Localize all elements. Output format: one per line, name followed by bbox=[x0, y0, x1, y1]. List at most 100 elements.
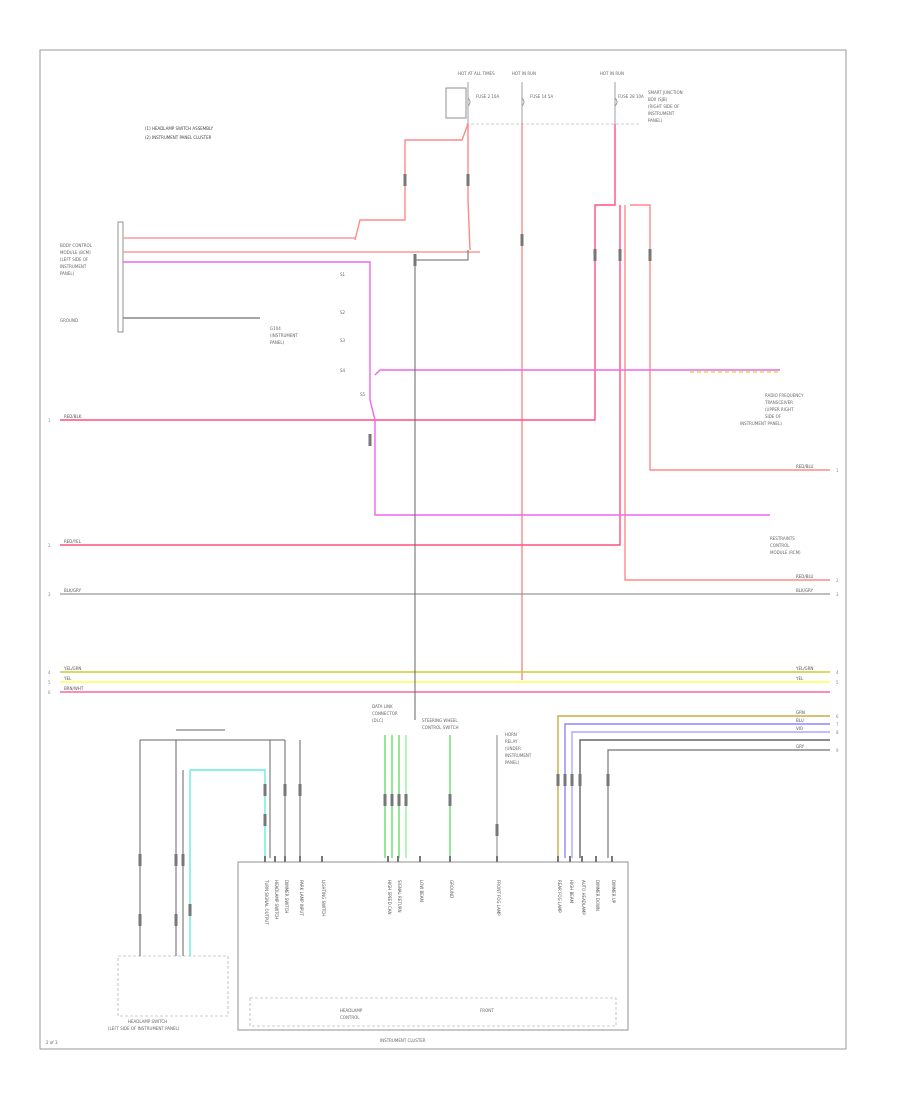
module-pin-label: LOW BEAM bbox=[419, 880, 424, 902]
rf-transceiver: RADIO FREQUENCY TRANSCEIVER (UPPER RIGHT… bbox=[690, 371, 804, 426]
module-pin-label: AUTO HEADLAMP bbox=[581, 880, 586, 915]
svg-text:INSTRUMENT CLUSTER: INSTRUMENT CLUSTER bbox=[380, 1038, 426, 1043]
left-wire-pin: 2 bbox=[48, 543, 51, 548]
right-bundle bbox=[557, 715, 830, 858]
ground-note-2: (INSTRUMENT bbox=[270, 333, 298, 338]
inline-connector bbox=[283, 784, 287, 796]
svg-text:HEADLAMP SWITCH: HEADLAMP SWITCH bbox=[128, 1019, 167, 1024]
left-ground-label: GROUND bbox=[60, 318, 78, 323]
left-wire-pin: 1 bbox=[48, 418, 51, 423]
inline-connector bbox=[403, 174, 407, 186]
left-wire-label: YEL bbox=[63, 676, 72, 681]
instrument-cluster-module: INSTRUMENT CLUSTER HEADLAMP CONTROL FRON… bbox=[237, 856, 629, 1043]
inline-connector bbox=[618, 249, 622, 261]
module-pin-terminal bbox=[321, 856, 323, 862]
right-wire-pin: 6 bbox=[836, 714, 839, 719]
svg-text:FRONT: FRONT bbox=[480, 1008, 494, 1013]
left-wire-pin: 5 bbox=[48, 680, 51, 685]
right-wire-label: RED/BLU bbox=[796, 574, 814, 579]
sjb-label-4: INSTRUMENT bbox=[648, 111, 675, 116]
svg-text:STEERING WHEEL: STEERING WHEEL bbox=[422, 718, 458, 723]
svg-text:TRANSCEIVER: TRANSCEIVER bbox=[764, 400, 793, 405]
module-pin-terminal bbox=[397, 856, 399, 862]
inline-connector bbox=[174, 854, 178, 866]
module-pin-terminal bbox=[274, 856, 276, 862]
right-wire-pin: 9 bbox=[836, 748, 839, 753]
svg-text:CONTROL: CONTROL bbox=[770, 543, 790, 548]
right-wire-label: BLK/GRY bbox=[796, 588, 814, 593]
svg-text:DATA LINK: DATA LINK bbox=[372, 704, 393, 709]
inline-connector bbox=[466, 174, 470, 186]
module-pin-terminal bbox=[581, 856, 583, 862]
module-pin-terminal bbox=[264, 856, 266, 862]
fuse-2: HOT IN RUN FUSE 14 5A bbox=[512, 71, 553, 124]
svg-text:RESTRAINTS: RESTRAINTS bbox=[770, 536, 795, 541]
left-wire-pin: 6 bbox=[48, 690, 51, 695]
module-pin-label: REAR FOG LAMP bbox=[557, 880, 562, 913]
mid-connector-group: DATA LINK CONNECTOR (DLC) STEERING WHEEL… bbox=[372, 704, 532, 858]
left-wire-pin: 4 bbox=[48, 670, 51, 675]
splice-4: S4 bbox=[340, 368, 346, 373]
fuse-wires bbox=[60, 123, 830, 680]
bcm-wires bbox=[123, 237, 780, 516]
module-pin-label: TURN SIGNAL OUTPUT bbox=[264, 879, 269, 925]
right-wire-label: RED/BLU bbox=[796, 464, 814, 469]
svg-text:HORN: HORN bbox=[505, 732, 517, 737]
left-wire-pin: 3 bbox=[48, 592, 51, 597]
rcm: RESTRAINTS CONTROL MODULE (RCM) bbox=[770, 536, 801, 555]
svg-text:HEADLAMP: HEADLAMP bbox=[340, 1008, 363, 1013]
svg-text:CONTROL: CONTROL bbox=[340, 1015, 360, 1020]
inline-connector bbox=[188, 904, 192, 916]
connector-ticks bbox=[138, 174, 652, 926]
ground-note-1: G104 bbox=[270, 326, 281, 331]
splice-2: S2 bbox=[340, 310, 346, 315]
sjb-label-5: PANEL) bbox=[648, 118, 663, 123]
right-wire-label: YEL/GRN bbox=[795, 666, 813, 671]
right-wire-label: YEL bbox=[795, 676, 804, 681]
svg-text:PANEL): PANEL) bbox=[60, 271, 75, 276]
module-pin-label: DIMMER UP bbox=[611, 880, 616, 904]
inline-connector bbox=[181, 854, 185, 866]
left-wire-label: RED/YEL bbox=[64, 539, 82, 544]
module-pin-terminal bbox=[595, 856, 597, 862]
right-wire-pin: 7 bbox=[836, 722, 839, 727]
svg-text:(LEFT SIDE OF: (LEFT SIDE OF bbox=[60, 257, 89, 262]
module-pin-terminal bbox=[569, 856, 571, 862]
svg-text:(UNDER: (UNDER bbox=[505, 746, 521, 751]
module-pin-label: SIGNAL RETURN bbox=[397, 880, 402, 913]
left-wire-label: BRN/WHT bbox=[64, 686, 84, 691]
inline-connector bbox=[448, 794, 452, 806]
module-pin-label: FRONT FOG LAMP bbox=[496, 880, 501, 916]
module-pin-label: HEADLAMP SWITCH bbox=[274, 880, 279, 919]
left-wire-label: RED/BLK bbox=[64, 414, 82, 419]
right-wire-label: BLU bbox=[796, 718, 804, 723]
right-wire-pin: 1 bbox=[836, 468, 839, 473]
sjb-label-3: (RIGHT SIDE OF bbox=[648, 104, 680, 109]
svg-text:FUSE 2 10A: FUSE 2 10A bbox=[476, 94, 499, 99]
svg-text:BODY CONTROL: BODY CONTROL bbox=[60, 243, 93, 248]
svg-text:RELAY: RELAY bbox=[505, 739, 518, 744]
svg-text:FUSE 28 10A: FUSE 28 10A bbox=[618, 94, 644, 99]
module-pin-label: DIMMER SWITCH bbox=[284, 880, 289, 913]
svg-text:(DLC): (DLC) bbox=[372, 718, 384, 723]
inline-connector bbox=[404, 794, 408, 806]
ground-wire bbox=[414, 250, 469, 720]
inline-connector bbox=[495, 824, 499, 836]
inline-connector bbox=[593, 249, 597, 261]
module-pin-terminal bbox=[611, 856, 613, 862]
ground-note-3: PANEL) bbox=[270, 340, 285, 345]
inline-connector bbox=[648, 249, 652, 261]
sjb-label-2: BOX (SJB) bbox=[648, 97, 668, 102]
left-wire-labels: 1RED/BLK2RED/YEL3BLK/GRY4YEL/GRN5YEL6BRN… bbox=[48, 414, 84, 695]
module-pin-terminal bbox=[284, 856, 286, 862]
left-wire-label: YEL/GRN bbox=[63, 666, 81, 671]
inline-connector bbox=[413, 254, 417, 266]
inline-connector bbox=[606, 774, 610, 786]
module-pin-terminal bbox=[387, 856, 389, 862]
svg-text:MODULE (RCM): MODULE (RCM) bbox=[770, 550, 801, 555]
inline-connector bbox=[298, 784, 302, 796]
inline-connector bbox=[578, 774, 582, 786]
right-wire-pin: 2 bbox=[836, 578, 839, 583]
svg-text:(UPPER RIGHT: (UPPER RIGHT bbox=[765, 407, 794, 412]
